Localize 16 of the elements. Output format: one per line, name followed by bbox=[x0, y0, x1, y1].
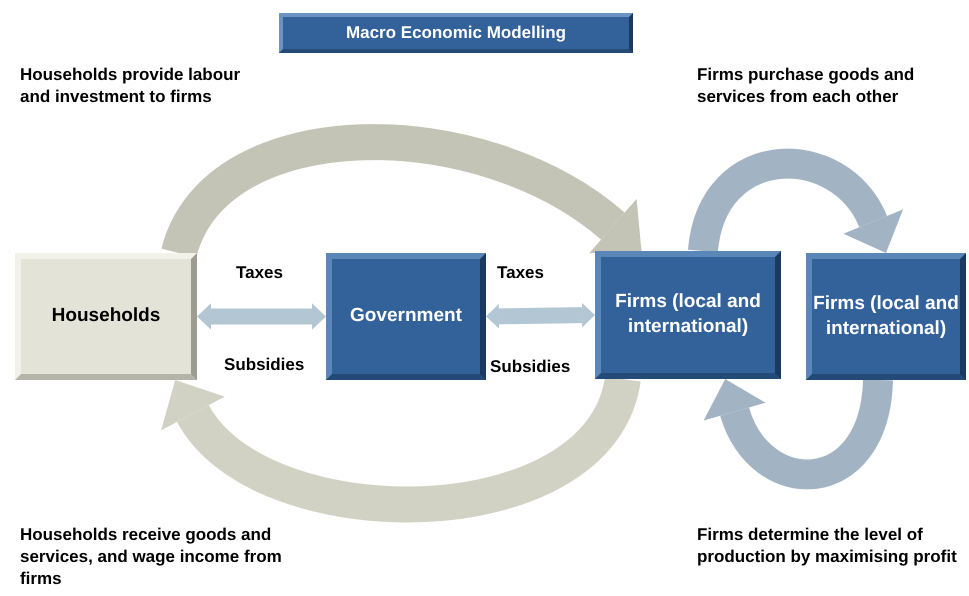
block-arrow bbox=[704, 378, 893, 489]
title-banner: Macro Economic Modelling bbox=[279, 13, 633, 53]
flow-label: Subsidies bbox=[490, 356, 570, 378]
entity-box: Government bbox=[326, 253, 486, 380]
edge-label: Firms purchase goods and services from each other bbox=[697, 64, 916, 108]
flow-label: Taxes bbox=[497, 262, 544, 284]
flow-label: Subsidies bbox=[224, 354, 304, 376]
entity-box: Households bbox=[15, 253, 197, 380]
block-arrow bbox=[197, 303, 326, 330]
edge-label: Households receive goods and services, and wage income from firms bbox=[20, 524, 283, 590]
edge-label: Households provide labour and investment to firms bbox=[20, 64, 242, 108]
entity-box: Firms (local and international) bbox=[595, 251, 781, 379]
flow-label: Taxes bbox=[236, 262, 283, 284]
entity-box: Firms (local and international) bbox=[806, 253, 966, 380]
edge-label: Firms determine the level of production by maximising profit bbox=[697, 524, 958, 568]
block-arrow bbox=[486, 302, 595, 329]
